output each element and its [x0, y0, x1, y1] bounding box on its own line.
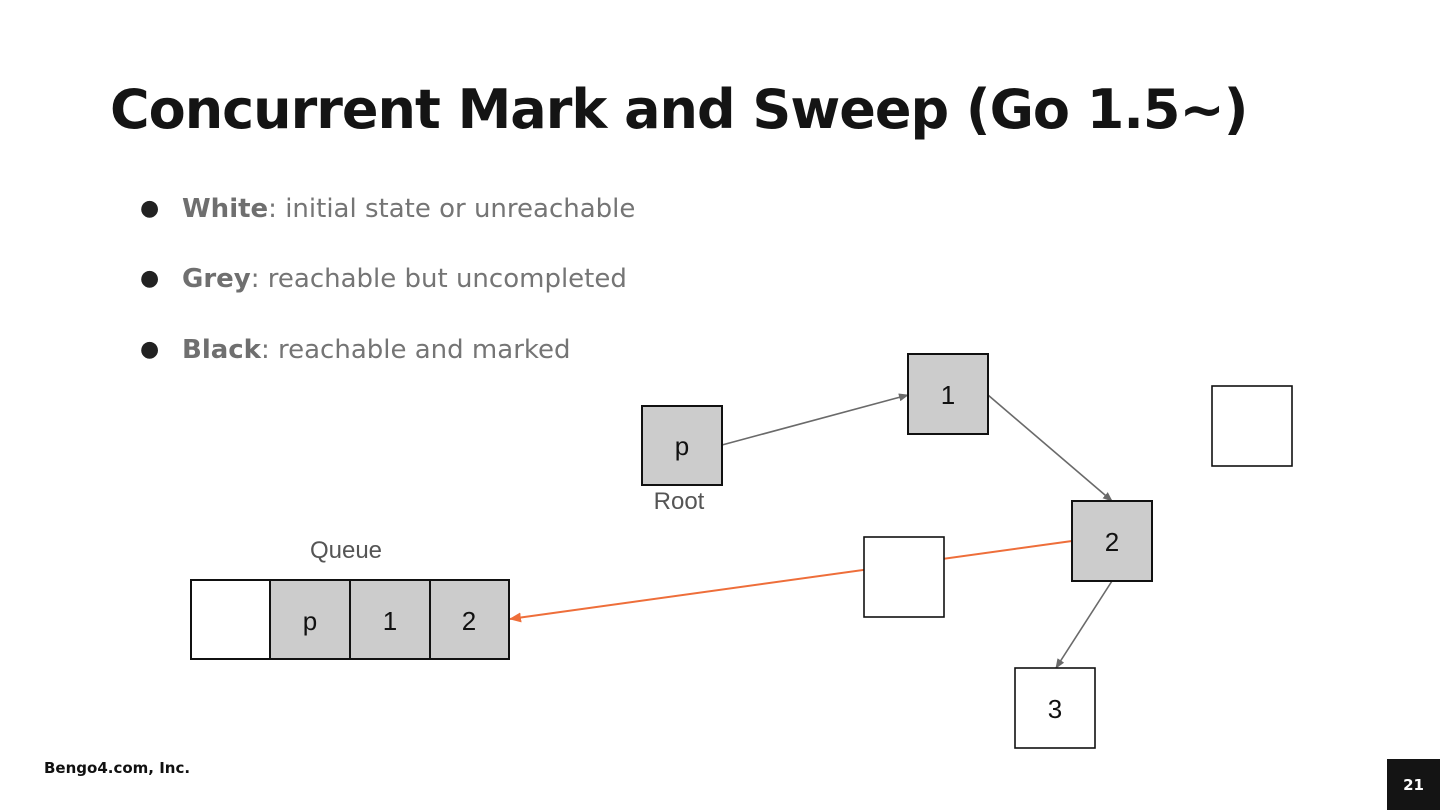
legend-term: Grey — [182, 264, 251, 294]
node-p: p — [641, 405, 723, 486]
queue: p 1 2 — [190, 579, 510, 660]
bullet-dot-icon: ● — [140, 337, 160, 362]
bullet-dot-icon: ● — [140, 266, 160, 291]
bullet-dot-icon: ● — [140, 196, 160, 221]
node-box — [1014, 667, 1096, 749]
queue-slot-label: 1 — [383, 606, 397, 636]
node-box — [907, 353, 989, 435]
root-label: Root — [654, 488, 705, 515]
slide-title: Concurrent Mark and Sweep (Go 1.5~) — [110, 78, 1248, 141]
queue-slot-label: 2 — [462, 606, 476, 636]
node-2: 2 — [1071, 500, 1153, 582]
queue-slot-empty — [190, 579, 271, 660]
page-number: 21 — [1387, 759, 1440, 810]
node-box — [641, 405, 723, 486]
queue-slot — [349, 579, 431, 660]
node-label: 2 — [1105, 527, 1119, 557]
edge-2-to-3 — [1055, 580, 1113, 669]
footer-company: Bengo4.com, Inc. — [44, 759, 191, 777]
node-box — [1071, 500, 1153, 582]
legend-desc: : reachable and marked — [260, 335, 571, 365]
node-label: p — [675, 431, 689, 461]
edge-p-to-1 — [721, 393, 909, 446]
node-label: 1 — [941, 380, 955, 410]
queue-label: Queue — [310, 537, 382, 564]
node-3: 3 — [1014, 667, 1096, 749]
legend-desc: : initial state or unreachable — [268, 194, 636, 224]
queue-slot-label: p — [303, 606, 317, 636]
node-white-unlabeled — [1211, 385, 1293, 467]
enqueue-arrow — [509, 540, 1073, 623]
legend-term: Black — [182, 335, 261, 365]
node-white-unlabeled — [863, 536, 945, 618]
node-label: 3 — [1048, 694, 1062, 724]
legend-desc: : reachable but uncompleted — [250, 264, 627, 294]
node-1: 1 — [907, 353, 989, 435]
legend-term: White — [182, 194, 269, 224]
queue-slot — [429, 579, 510, 660]
edge-1-to-2 — [987, 394, 1113, 502]
